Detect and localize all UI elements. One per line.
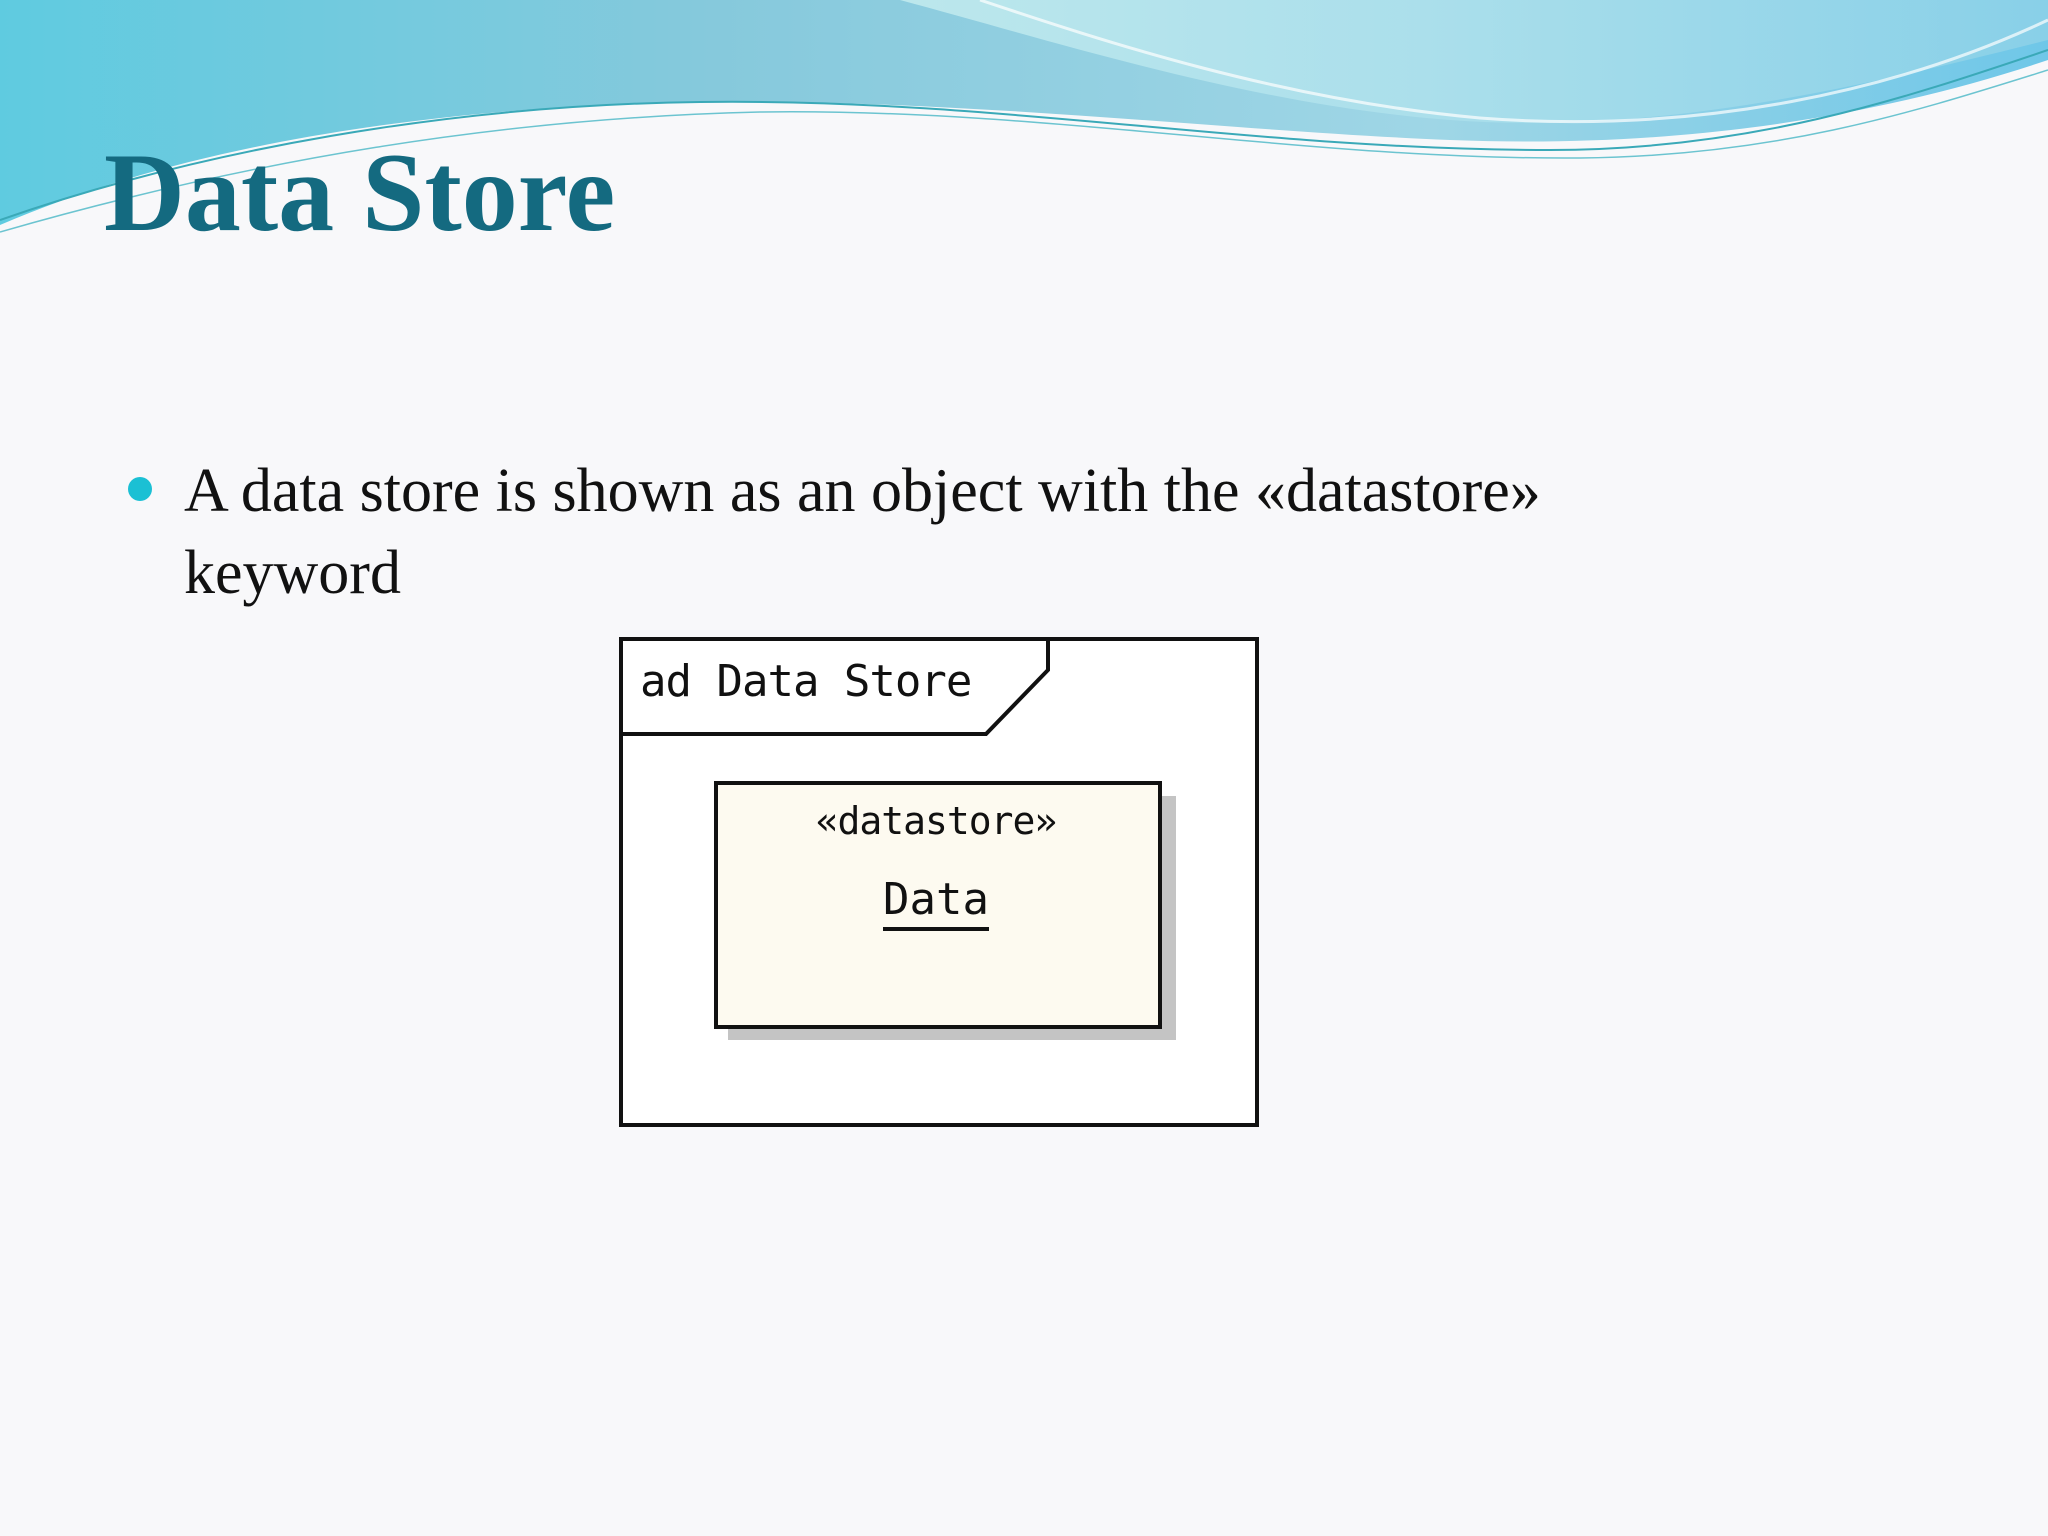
node-keyword: «datastore» xyxy=(815,799,1058,843)
bullet-list: A data store is shown as an object with … xyxy=(0,450,2048,614)
node-name: Data xyxy=(714,874,1158,931)
header-wave-decoration xyxy=(0,0,2048,233)
diagram-drawing xyxy=(619,637,1259,1127)
node-name-text: Data xyxy=(883,874,989,931)
slide-title: Data Store xyxy=(104,131,616,255)
bullet-item: A data store is shown as an object with … xyxy=(0,450,1744,614)
frame-label: ad Data Store xyxy=(640,656,972,707)
bullet-dot-icon xyxy=(128,477,152,501)
bullet-text: A data store is shown as an object with … xyxy=(184,457,1541,607)
activity-diagram: ad Data Store «datastore» Data xyxy=(618,636,1260,1128)
frame-label-tab xyxy=(621,639,1050,736)
datastore-node-box xyxy=(714,781,1162,1029)
